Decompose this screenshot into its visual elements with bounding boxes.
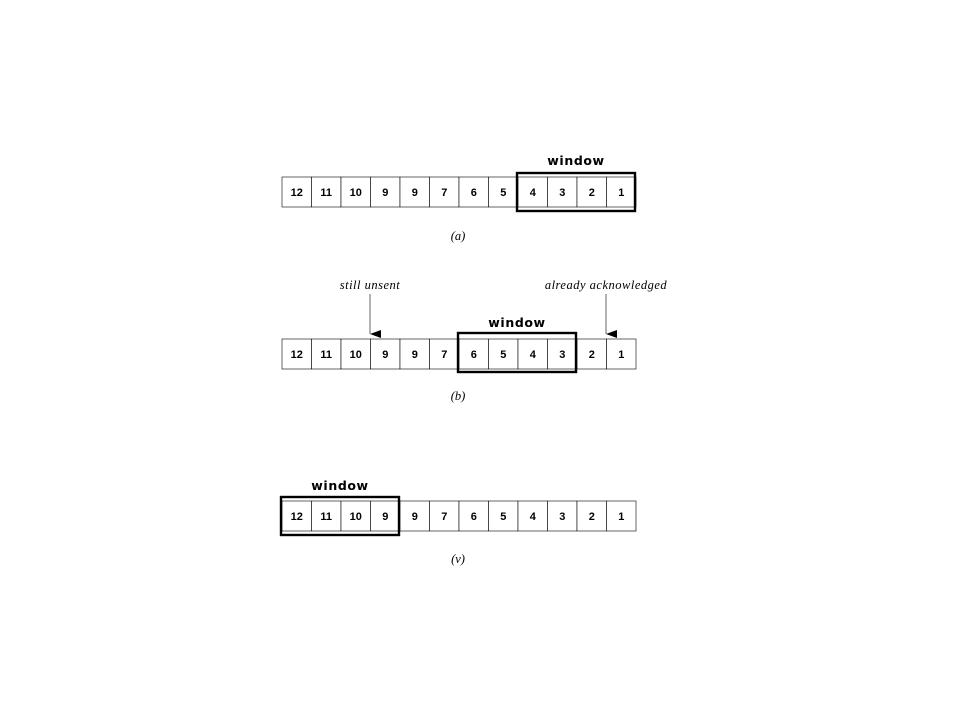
sequence-number: 12 [291,349,303,361]
sequence-number: 5 [500,349,506,361]
sequence-cell [606,500,637,532]
window-label: window [547,153,604,168]
sequence-cell [311,176,342,208]
sequence-number: 9 [412,349,418,361]
sequence-number: 11 [320,511,332,523]
sequence-cell [340,500,371,532]
sequence-number: 10 [350,349,362,361]
sequence-number: 7 [441,349,447,361]
sequence-cell [399,176,430,208]
sequence-cell [458,176,489,208]
window-label: window [311,478,368,493]
sequence-number: 2 [589,511,595,523]
sequence-cell [488,338,519,370]
annotation-still-unsent: still unsent [340,278,401,292]
window-box [279,495,401,537]
sequence-number: 1 [618,511,624,523]
sequence-number: 6 [471,187,477,199]
sequence-cell [606,338,637,370]
panel-v: window 12 11 10 9 9 7 6 5 4 3 2 1 (v) [279,478,637,566]
annotation-already-acknowledged: already acknowledged [545,278,668,292]
sequence-cell [370,338,401,370]
sequence-cell [281,338,312,370]
cell-row: 12 11 10 9 9 7 6 5 4 3 2 1 [281,176,637,208]
sequence-number: 12 [291,187,303,199]
sequence-cell [547,338,578,370]
sequence-cell [340,338,371,370]
cell-row: 12 11 10 9 9 7 6 5 4 3 2 1 [281,500,637,532]
sequence-number: 7 [441,511,447,523]
sequence-cell [399,500,430,532]
sequence-number: 2 [589,187,595,199]
caption-a: (a) [451,229,466,243]
caption-b: (b) [451,389,466,403]
sequence-number: 11 [320,349,332,361]
sequence-cell [340,176,371,208]
sequence-number: 10 [350,511,362,523]
sequence-number: 3 [559,349,565,361]
sequence-cell [429,338,460,370]
panel-b: still unsent already acknowledged window… [281,278,668,403]
sequence-number: 6 [471,349,477,361]
sequence-number: 1 [618,349,624,361]
sequence-number: 9 [382,187,388,199]
sequence-cell [606,176,637,208]
sequence-number: 5 [500,511,506,523]
sequence-number: 9 [412,187,418,199]
window-label: window [488,315,545,330]
sequence-cell [488,500,519,532]
sequence-cell [547,500,578,532]
sequence-cell [517,338,548,370]
sequence-number: 2 [589,349,595,361]
sequence-number: 9 [382,511,388,523]
sequence-cell [429,176,460,208]
sequence-cell [370,500,401,532]
sequence-number: 7 [441,187,447,199]
window-box [515,171,637,213]
sequence-cell [488,176,519,208]
sequence-cell [576,338,607,370]
cell-row: 12 11 10 9 9 7 6 5 4 3 2 1 [281,338,637,370]
sequence-number: 10 [350,187,362,199]
panel-a: window 12 11 10 9 9 7 6 5 4 3 2 1 (a) [281,153,637,243]
sequence-cell [458,500,489,532]
sequence-number: 3 [559,187,565,199]
sequence-number: 9 [412,511,418,523]
sequence-cell [399,338,430,370]
sequence-cell [517,500,548,532]
sequence-number: 4 [530,187,537,199]
caption-v: (v) [451,552,465,566]
sequence-cell [547,176,578,208]
sequence-cell [458,338,489,370]
sequence-cell [281,500,312,532]
sequence-number: 5 [500,187,506,199]
sequence-number: 11 [320,187,332,199]
sequence-number: 1 [618,187,624,199]
sequence-cell [281,176,312,208]
sequence-number: 6 [471,511,477,523]
sequence-number: 3 [559,511,565,523]
sequence-number: 4 [530,349,537,361]
sequence-cell [576,500,607,532]
sequence-number: 12 [291,511,303,523]
window-box [456,331,578,374]
sequence-number: 4 [530,511,537,523]
sequence-number: 9 [382,349,388,361]
